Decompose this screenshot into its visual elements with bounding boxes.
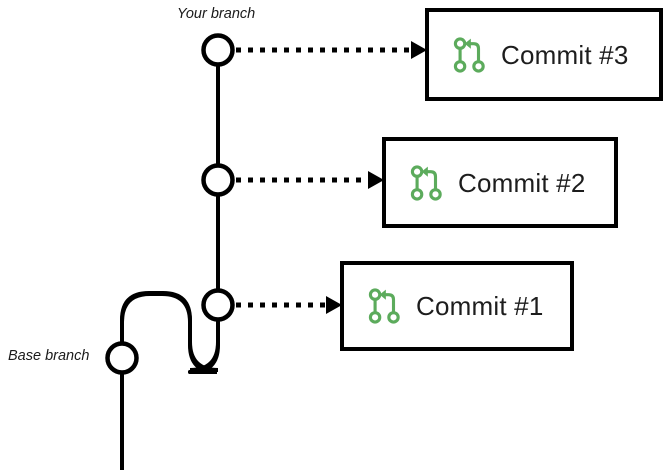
base-branch-node[interactable] <box>105 341 139 375</box>
commit-card-3-label: Commit #3 <box>501 39 629 70</box>
commit-card-2-label: Commit #2 <box>458 167 586 198</box>
connector-arrow-1 <box>236 296 342 314</box>
branch-split-curve <box>120 291 218 374</box>
arrowhead-3 <box>411 41 427 59</box>
your-branch-label: Your branch <box>177 6 256 22</box>
commit-card-1-label: Commit #1 <box>416 291 544 321</box>
arrowhead-2 <box>368 171 384 189</box>
commit-node-1[interactable] <box>201 288 235 322</box>
commit-card-2[interactable]: Commit #2 <box>382 137 618 228</box>
commit-node-2[interactable] <box>201 163 235 197</box>
git-pull-request-icon <box>453 36 485 73</box>
commit-node-3[interactable] <box>201 33 235 67</box>
git-pull-request-icon <box>410 164 442 201</box>
connector-arrow-3 <box>236 41 427 59</box>
base-branch-label: Base branch <box>8 348 90 364</box>
arrowhead-1 <box>326 296 342 314</box>
branch-rejoin-curve <box>188 316 220 374</box>
commit-card-1[interactable]: Commit #1 <box>340 261 574 351</box>
git-pull-request-icon <box>368 288 400 324</box>
connector-arrow-2 <box>236 171 384 189</box>
commit-card-3[interactable]: Commit #3 <box>425 8 663 101</box>
